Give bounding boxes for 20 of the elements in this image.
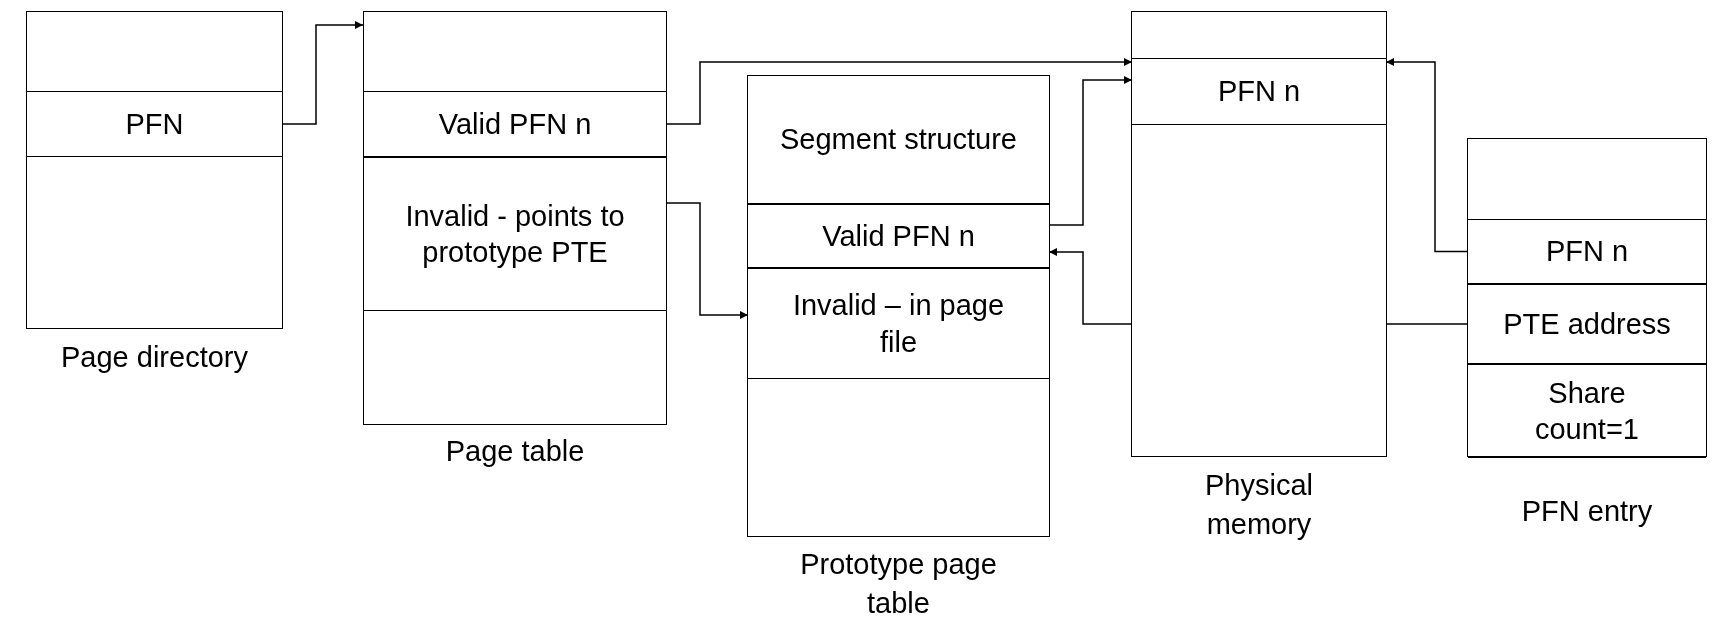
table-row: Invalid – in page file <box>748 268 1049 379</box>
table-caption: PFN entry <box>1521 494 1653 529</box>
table-caption: Page table <box>445 434 585 469</box>
table-row: PFN <box>27 91 282 157</box>
table-caption: Page directory <box>61 340 248 375</box>
arrow <box>665 58 1133 125</box>
table-row: Valid PFN n <box>364 91 666 157</box>
table-row: Invalid - points to prototype PTE <box>364 157 666 311</box>
table-row: Share count=1 <box>1468 364 1706 458</box>
table-row: PTE address <box>1468 284 1706 364</box>
arrow <box>1385 58 1469 253</box>
table-row: Valid PFN n <box>748 204 1049 268</box>
table-row: PFN n <box>1132 58 1386 125</box>
arrow <box>1048 76 1133 226</box>
table-row: PFN n <box>1468 219 1706 284</box>
arrow <box>665 202 749 319</box>
table-row: Segment structure <box>748 76 1049 204</box>
arrow <box>281 21 364 125</box>
table-caption: Physical memory <box>1204 468 1314 543</box>
table-caption: Prototype page table <box>799 547 998 622</box>
